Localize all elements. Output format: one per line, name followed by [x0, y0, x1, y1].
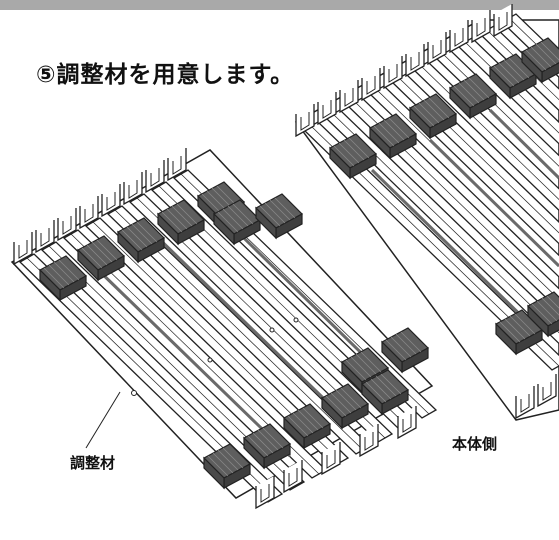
adjuster-assembly [10, 147, 437, 509]
main-body-label: 本体側 [452, 435, 498, 453]
top-banner-bar [0, 0, 559, 10]
main-body-assembly [294, 3, 559, 421]
step-heading: ⑤調整材を用意します。 [36, 62, 295, 88]
adjuster-label: 調整材 [70, 454, 116, 472]
